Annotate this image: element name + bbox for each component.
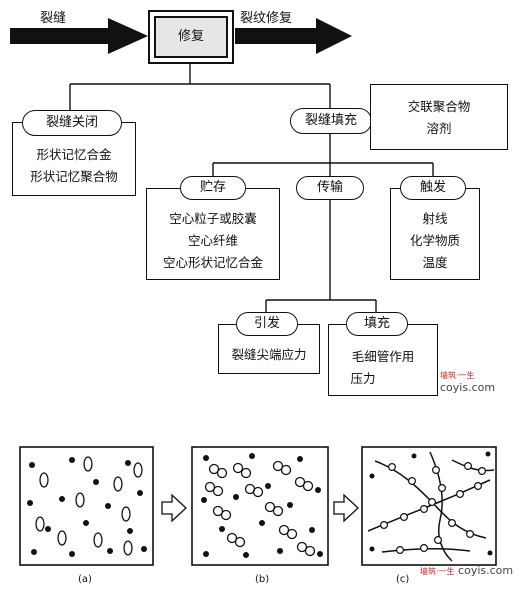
caption-a: (a) xyxy=(78,574,92,585)
watermark-lower: 墙筑·一生 coyis.com xyxy=(420,564,513,577)
watermark-mark-upper: 墙筑·一生 xyxy=(440,371,475,380)
trigger-item-0: 射线 xyxy=(422,211,448,226)
storage-box: 空心粒子或胶囊 空心纤维 空心形状记忆合金 xyxy=(146,188,280,280)
watermark-mark-lower: 墙筑·一生 xyxy=(420,567,455,576)
panel-c-particles xyxy=(369,451,493,556)
right-arrow xyxy=(235,18,352,54)
right-arrow-label: 裂纹修复 xyxy=(240,11,293,26)
storage-item-0: 空心粒子或胶囊 xyxy=(169,211,257,226)
initiate-title: 引发 xyxy=(236,312,298,336)
closure-title: 裂缝关闭 xyxy=(22,110,122,136)
repair-box-inner: 修复 xyxy=(154,16,228,58)
watermark-upper: 墙筑·一生 coyis.com xyxy=(440,368,495,394)
fill-item-0: 毛细管作用 xyxy=(351,349,415,364)
panel-a-particles xyxy=(27,457,147,557)
watermark-text-upper: coyis.com xyxy=(440,381,496,394)
repair-label: 修复 xyxy=(177,29,204,44)
transport-title: 传输 xyxy=(296,176,364,200)
panel-a-capsules xyxy=(35,456,143,556)
panel-b-particles xyxy=(201,453,323,558)
filling-title: 裂缝填充 xyxy=(290,108,372,134)
closure-item-1: 形状记忆聚合物 xyxy=(30,169,118,184)
fill-box: 毛细管作用 压力 xyxy=(328,324,438,396)
caption-b: (b) xyxy=(255,574,270,585)
watermark-text-lower: coyis.com xyxy=(458,564,514,577)
hollow-arrow-2 xyxy=(333,493,359,523)
fill-item-1: 压力 xyxy=(350,371,376,386)
filling-side-item-1: 溶剂 xyxy=(426,121,452,136)
panel-b-broken-capsules xyxy=(204,460,316,557)
storage-item-1: 空心纤维 xyxy=(187,233,238,248)
initiate-item-0: 裂缝尖端应力 xyxy=(231,347,307,362)
trigger-item-2: 温度 xyxy=(422,255,448,270)
left-arrow-label: 裂缝 xyxy=(40,11,67,26)
fill-title: 填充 xyxy=(346,312,408,336)
trigger-title: 触发 xyxy=(400,176,466,200)
hollow-arrow-1 xyxy=(161,493,187,523)
filling-side-box: 交联聚合物 溶剂 xyxy=(370,84,508,150)
panel-c xyxy=(361,446,497,566)
trigger-box: 射线 化学物质 温度 xyxy=(390,188,480,280)
left-arrow xyxy=(10,18,148,54)
repair-box: 修复 xyxy=(148,10,234,64)
storage-item-2: 空心形状记忆合金 xyxy=(162,255,263,270)
panel-c-cracks xyxy=(367,451,495,562)
caption-c: (c) xyxy=(396,574,410,585)
filling-side-item-0: 交联聚合物 xyxy=(407,99,471,114)
panel-a xyxy=(19,446,154,566)
panel-c-capsules xyxy=(380,462,487,554)
trigger-item-1: 化学物质 xyxy=(409,233,460,248)
storage-title: 贮存 xyxy=(180,176,246,200)
panel-b xyxy=(191,446,329,566)
closure-item-0: 形状记忆合金 xyxy=(36,147,112,162)
